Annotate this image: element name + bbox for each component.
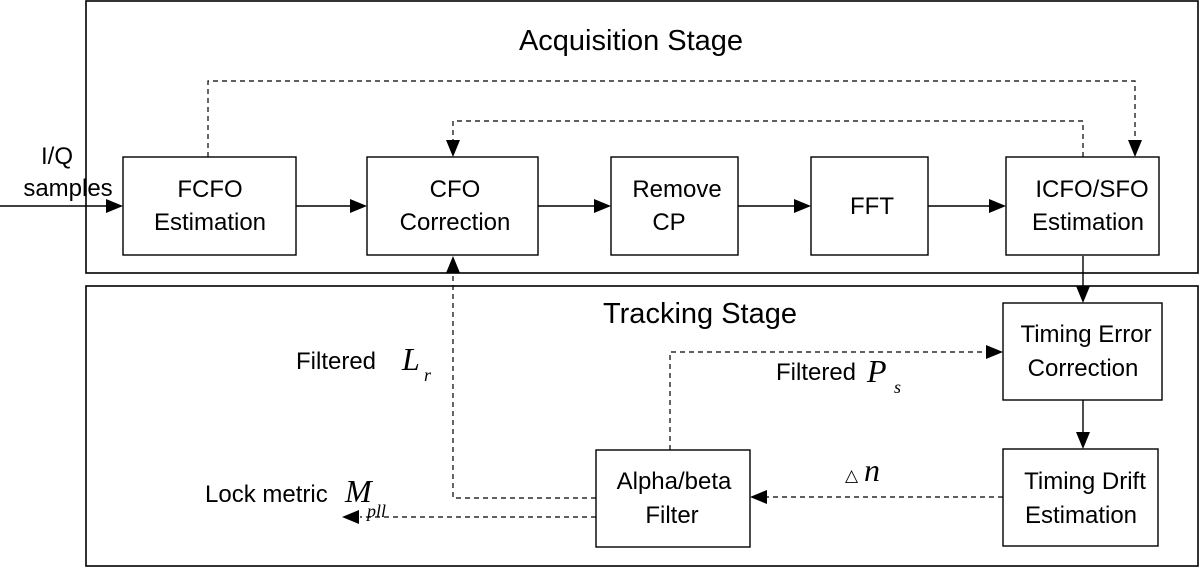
input-label-line1: I/Q <box>41 143 73 170</box>
timing-error-correction-box <box>1002 302 1163 401</box>
lock-metric-label: Lock metric <box>205 481 328 508</box>
remove-cp-box <box>610 156 739 256</box>
cfo-correction-block: CFO Correction <box>366 156 539 256</box>
fcfo-estimation-label-line1: FCFO <box>177 176 242 203</box>
fcfo-to-icfo-feedback-arrowhead <box>1128 140 1142 157</box>
timing-drift-estimation-label-line2: Estimation <box>1025 502 1137 529</box>
lock-metric-output-arrowhead <box>342 510 359 524</box>
timing-error-to-drift-arrowhead <box>1076 432 1090 449</box>
fcfo-to-icfo-feedback-path <box>207 80 1136 157</box>
lr-symbol: L <box>401 341 420 377</box>
icfo-sfo-estimation-box <box>1005 156 1160 256</box>
filter-to-timing-error-path <box>669 351 985 450</box>
timing-drift-estimation-box <box>1002 448 1159 547</box>
fft-box <box>810 156 929 256</box>
delta-symbol: △ <box>845 466 859 486</box>
fft-block: FFT <box>810 156 929 256</box>
icfo-to-cfo-feedback-arrowhead <box>446 140 460 157</box>
fcfo-estimation-block: FCFO Estimation <box>122 156 297 256</box>
cfo-correction-box <box>366 156 539 256</box>
remove-cp-block: Remove CP <box>610 156 739 256</box>
mpll-subscript: pll <box>365 501 386 521</box>
cfo-to-removecp-arrowhead <box>594 199 611 213</box>
ps-subscript: s <box>894 377 901 397</box>
fcfo-to-cfo-arrowhead <box>350 199 367 213</box>
removecp-to-fft-arrowhead <box>794 199 811 213</box>
fft-label: FFT <box>850 193 894 220</box>
ps-symbol: P <box>866 353 887 389</box>
timing-drift-estimation-label-line1: Timing Drift <box>1024 468 1146 495</box>
icfo-to-cfo-feedback-path <box>452 120 1084 157</box>
solid-connectors <box>0 199 1090 449</box>
mpll-symbol: M <box>344 473 374 509</box>
remove-cp-label-line1: Remove <box>632 176 721 203</box>
acquisition-stage-title: Acquisition Stage <box>519 25 743 57</box>
alpha-beta-filter-label-line1: Alpha/beta <box>617 468 732 495</box>
dashed-connectors <box>207 80 1142 524</box>
input-label-line2: samples <box>23 175 112 202</box>
timing-error-correction-label-line1: Timing Error <box>1020 321 1151 348</box>
tracking-stage-title: Tracking Stage <box>603 298 797 330</box>
alpha-beta-filter-block: Alpha/beta Filter <box>595 449 751 548</box>
icfo-sfo-estimation-block: ICFO/SFO Estimation <box>1005 156 1160 256</box>
cfo-correction-label-line1: CFO <box>430 176 481 203</box>
filtered-ps-label: Filtered <box>776 359 856 386</box>
filter-to-timing-error-arrowhead <box>986 345 1003 359</box>
timing-error-correction-label-line2: Correction <box>1028 355 1139 382</box>
filtered-lr-label: Filtered <box>296 348 376 375</box>
lr-subscript: r <box>424 365 432 385</box>
drift-to-filter-arrowhead <box>750 490 767 504</box>
cfo-correction-label-line2: Correction <box>400 209 511 236</box>
fcfo-estimation-label-line2: Estimation <box>154 209 266 236</box>
alpha-beta-filter-box <box>595 449 751 548</box>
icfo-sfo-estimation-label-line2: Estimation <box>1032 209 1144 236</box>
fft-to-icfo-arrowhead <box>989 199 1006 213</box>
timing-drift-estimation-block: Timing Drift Estimation <box>1002 448 1159 547</box>
icfo-sfo-estimation-label-line1: ICFO/SFO <box>1035 176 1148 203</box>
n-symbol: n <box>864 452 880 488</box>
filter-to-cfo-path <box>452 272 596 499</box>
fcfo-estimation-box <box>122 156 297 256</box>
remove-cp-label-line2: CP <box>652 209 685 236</box>
filter-to-cfo-arrowhead <box>446 256 460 273</box>
icfo-to-timing-error-arrowhead <box>1076 286 1090 303</box>
alpha-beta-filter-label-line2: Filter <box>645 502 698 529</box>
input-arrowhead <box>106 199 123 213</box>
timing-error-correction-block: Timing Error Correction <box>1002 302 1163 401</box>
